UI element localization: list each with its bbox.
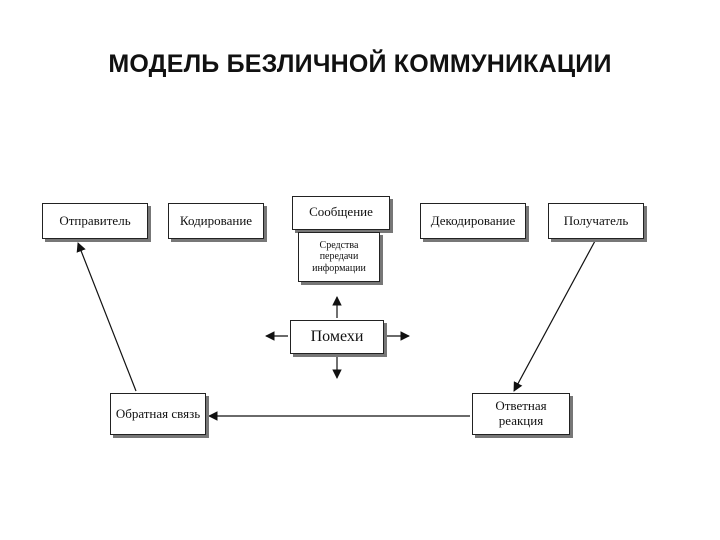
response-box: Ответная реакция <box>472 393 570 435</box>
decoding-box: Декодирование <box>420 203 526 239</box>
message-box: Сообщение <box>292 196 390 230</box>
sender-box: Отправитель <box>42 203 148 239</box>
page-title: МОДЕЛЬ БЕЗЛИЧНОЙ КОММУНИКАЦИИ <box>108 50 612 78</box>
encoding-box: Кодирование <box>168 203 264 239</box>
feedback-to-sender-arrow <box>76 242 137 392</box>
feedback-box: Обратная связь <box>110 393 206 435</box>
receiver-to-response-arrow <box>513 240 596 392</box>
channel-box: Средства передачи информации <box>298 232 380 282</box>
noise-box: Помехи <box>290 320 384 354</box>
receiver-box: Получатель <box>548 203 644 239</box>
